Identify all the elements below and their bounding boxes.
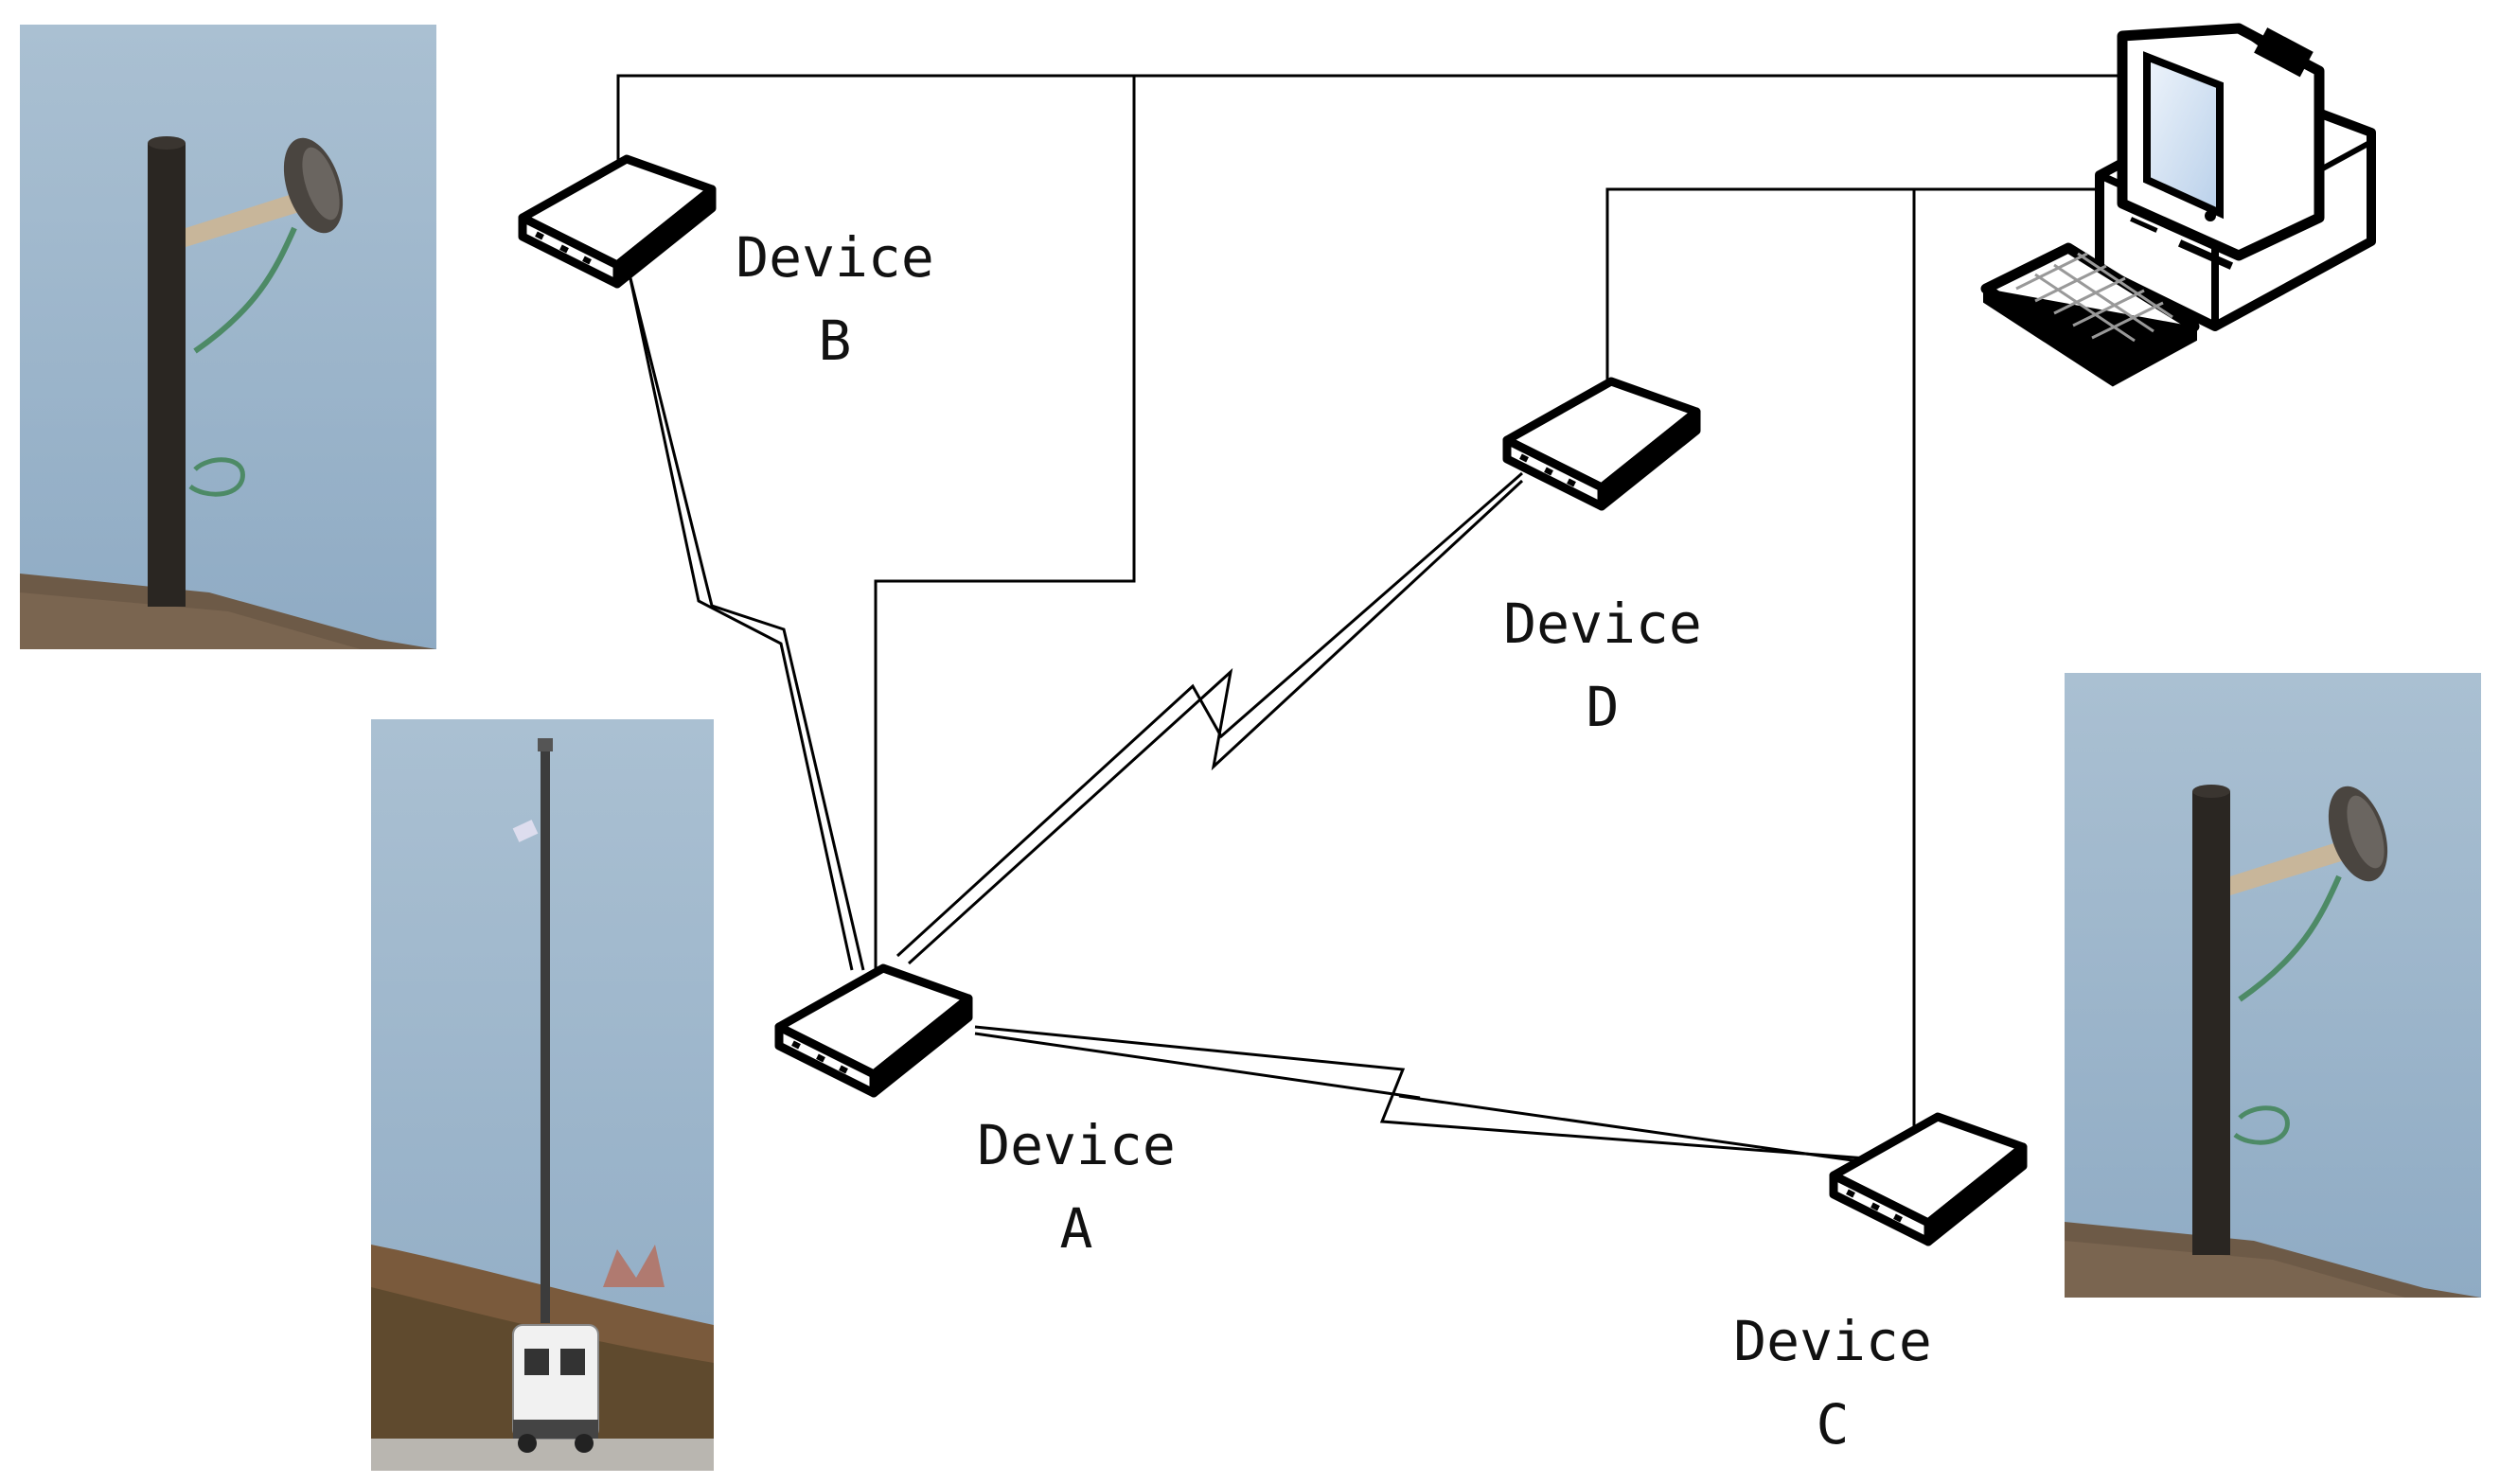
- device-b-label-line2: B: [818, 309, 852, 373]
- device-a-label: Device A: [925, 1104, 1228, 1270]
- device-a-label-line2: A: [1059, 1196, 1093, 1261]
- antenna-pole-photo-left: [20, 25, 436, 649]
- wireless-link-icon: [628, 274, 1880, 1166]
- device-b-label: Device B: [683, 216, 986, 382]
- device-d-label-line1: Device: [1503, 592, 1702, 656]
- device-d-label-line2: D: [1586, 675, 1620, 739]
- network-device-icon-d: [1507, 381, 1696, 506]
- device-c-label-line1: Device: [1733, 1309, 1932, 1373]
- keyboard-icon: [1980, 242, 2200, 387]
- device-c-label: Device C: [1681, 1299, 1984, 1466]
- device-d-label: Device D: [1451, 582, 1754, 749]
- computer-icon: [2095, 23, 2376, 331]
- antenna-pole-photo-right: [2065, 673, 2481, 1298]
- mast-vehicle-photo: [371, 719, 714, 1471]
- network-device-icon-c: [1834, 1117, 2023, 1242]
- device-a-label-line1: Device: [977, 1113, 1176, 1177]
- device-b-label-line1: Device: [736, 225, 934, 290]
- device-c-label-line2: C: [1816, 1392, 1850, 1457]
- network-device-icon-a: [779, 968, 968, 1093]
